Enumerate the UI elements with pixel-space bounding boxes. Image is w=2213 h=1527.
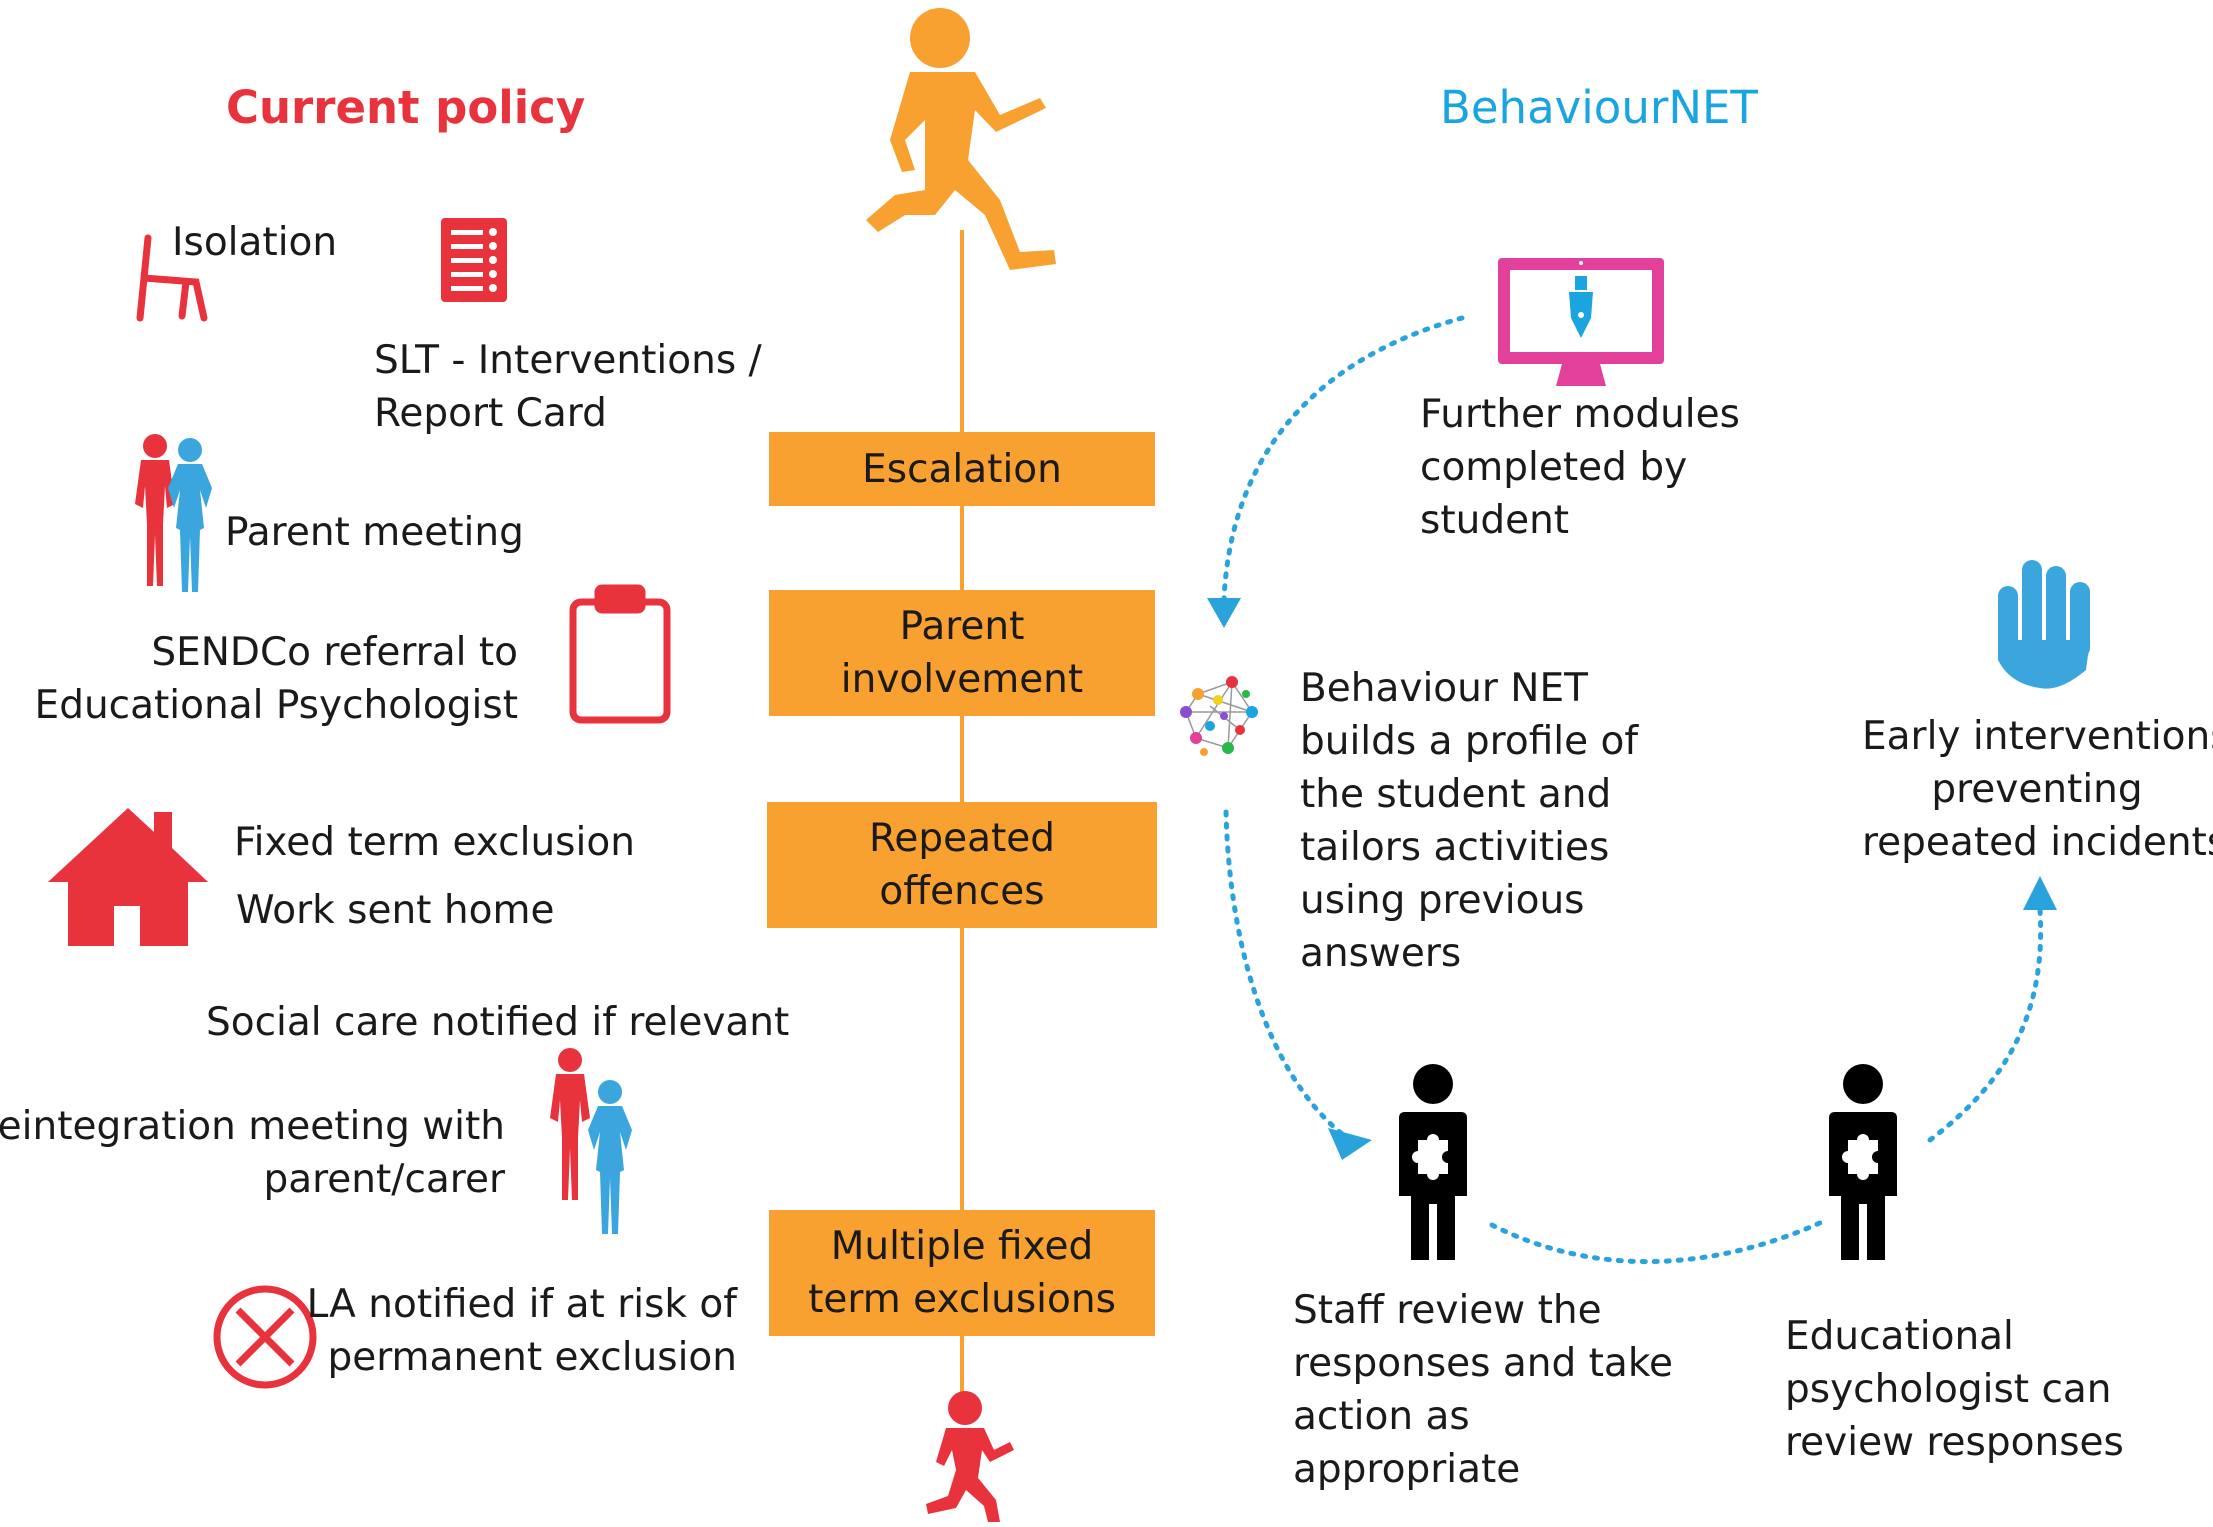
- reintegration-label: Reintegration meeting with parent/carer: [0, 1104, 505, 1202]
- stop-hand-icon: [1998, 560, 2090, 689]
- modules-label: Further modules completed by student: [1420, 392, 1740, 543]
- monitor-pen-icon: [1498, 258, 1664, 386]
- arrowhead-early: [2023, 876, 2057, 910]
- sendco-label: SENDCo referral to Educational Psycholog…: [34, 630, 518, 728]
- arrowhead-profile: [1207, 598, 1241, 628]
- parent-meeting-label: Parent meeting: [225, 510, 524, 555]
- cross-circle-icon: [213, 1285, 317, 1389]
- chair-icon: [136, 234, 208, 322]
- flow-arrow-staff-to-psychologist: [1489, 1219, 1825, 1265]
- running-child-small-icon: [926, 1391, 1014, 1522]
- network-icon: [1180, 676, 1258, 756]
- clipboard-icon: [569, 584, 671, 724]
- behaviournet-heading: BehaviourNET: [1440, 81, 1758, 134]
- current-policy-heading: Current policy: [226, 81, 586, 134]
- psychologist-person-icon: [1829, 1064, 1897, 1260]
- parents-icon: [135, 434, 212, 592]
- running-child-icon: [866, 8, 1056, 270]
- work-home-label: Work sent home: [236, 888, 555, 933]
- flow-arrow-profile-to-staff: [1223, 809, 1353, 1143]
- slt-label: SLT - Interventions / Report Card: [374, 338, 762, 436]
- staff-review-label: Staff review the responses and take acti…: [1293, 1288, 1674, 1492]
- stage-repeated-offences: Repeated offences: [767, 802, 1157, 928]
- stage-multiple-exclusions: Multiple fixed term exclusions: [769, 1210, 1155, 1336]
- flow-arrow-modules-to-profile: [1221, 315, 1465, 603]
- social-care-label: Social care notified if relevant: [206, 1000, 790, 1045]
- early-interventions-label: Early interventions, preventing repeated…: [1862, 714, 2213, 865]
- psychologist-label: Educational psychologist can review resp…: [1785, 1314, 2124, 1465]
- stage-escalation: Escalation: [769, 432, 1155, 506]
- flow-arrow-psychologist-to-early: [1927, 907, 2044, 1143]
- staff-person-icon: [1399, 1064, 1467, 1260]
- house-icon: [48, 808, 208, 946]
- la-notified-label: LA notified if at risk of permanent excl…: [306, 1282, 737, 1380]
- stage-parent-involvement: Parent involvement: [769, 590, 1155, 716]
- isolation-label: Isolation: [172, 220, 338, 265]
- fixed-term-label: Fixed term exclusion: [234, 820, 635, 865]
- profile-label: Behaviour NET builds a profile of the st…: [1300, 666, 1639, 976]
- arrowhead-staff: [1328, 1128, 1372, 1160]
- report-card-icon: [441, 218, 507, 302]
- parents-icon-2: [550, 1048, 632, 1234]
